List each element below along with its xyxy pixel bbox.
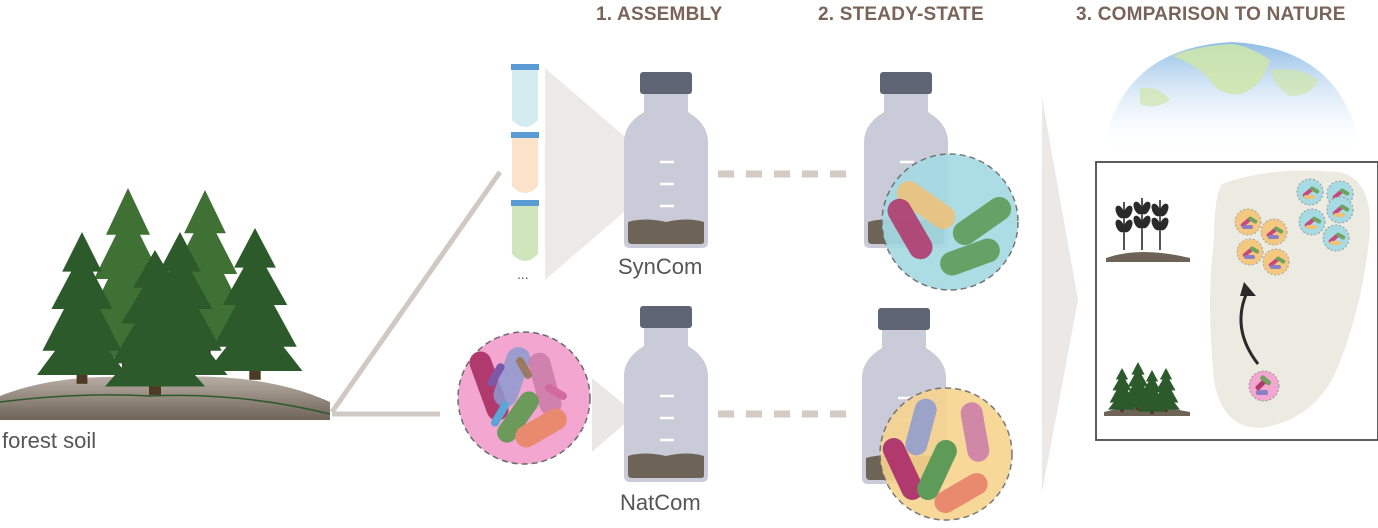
mini-forest-icon xyxy=(1104,362,1190,416)
funnel-comparison xyxy=(1042,98,1078,492)
syncom-steady-cluster xyxy=(881,153,1019,291)
step-title-comparison: 3. COMPARISON TO NATURE xyxy=(1076,4,1346,25)
natcom-steady-cluster xyxy=(879,387,1013,521)
step-title-steady-state: 2. STEADY-STATE xyxy=(818,4,984,25)
label-tube-ellipsis: ... xyxy=(517,266,529,282)
crop-field-icon xyxy=(1106,198,1190,262)
forest-soil-illustration xyxy=(0,188,331,420)
connector-soil-to-tubes xyxy=(329,170,503,414)
funnel-natcom xyxy=(592,378,636,452)
globe-illustration xyxy=(1104,42,1360,150)
trajectory-arrow xyxy=(1239,282,1260,365)
step-title-assembly: 1. ASSEMBLY xyxy=(596,4,723,25)
isolate-tubes xyxy=(511,64,539,261)
label-forest-soil: forest soil xyxy=(2,428,97,453)
natcom-bottle xyxy=(622,304,710,484)
label-syncom: SynCom xyxy=(618,254,703,279)
start-cluster xyxy=(1248,370,1280,402)
natcom-source-cluster xyxy=(457,331,591,465)
label-natcom: NatCom xyxy=(620,490,701,515)
syncom-bottle xyxy=(622,70,710,250)
funnel-syncom xyxy=(545,68,668,280)
